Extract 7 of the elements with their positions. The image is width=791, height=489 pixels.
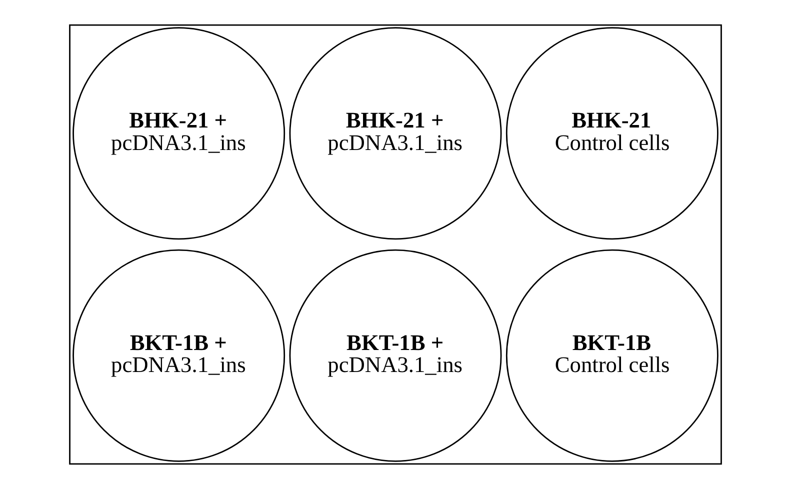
- node-circle: BKT-1B + pcDNA3.1_ins: [289, 249, 502, 462]
- cluster: [69, 24, 722, 465]
- node-circle: BHK-21 + pcDNA3.1_ins: [289, 27, 502, 240]
- node-circle: BHK-21 Control cells: [506, 27, 718, 240]
- node-circle: BHK-21 + pcDNA3.1_ins: [72, 27, 286, 240]
- node-circle: BKT-1B Control cells: [506, 249, 718, 462]
- node-circle: BKT-1B + pcDNA3.1_ins: [72, 249, 286, 462]
